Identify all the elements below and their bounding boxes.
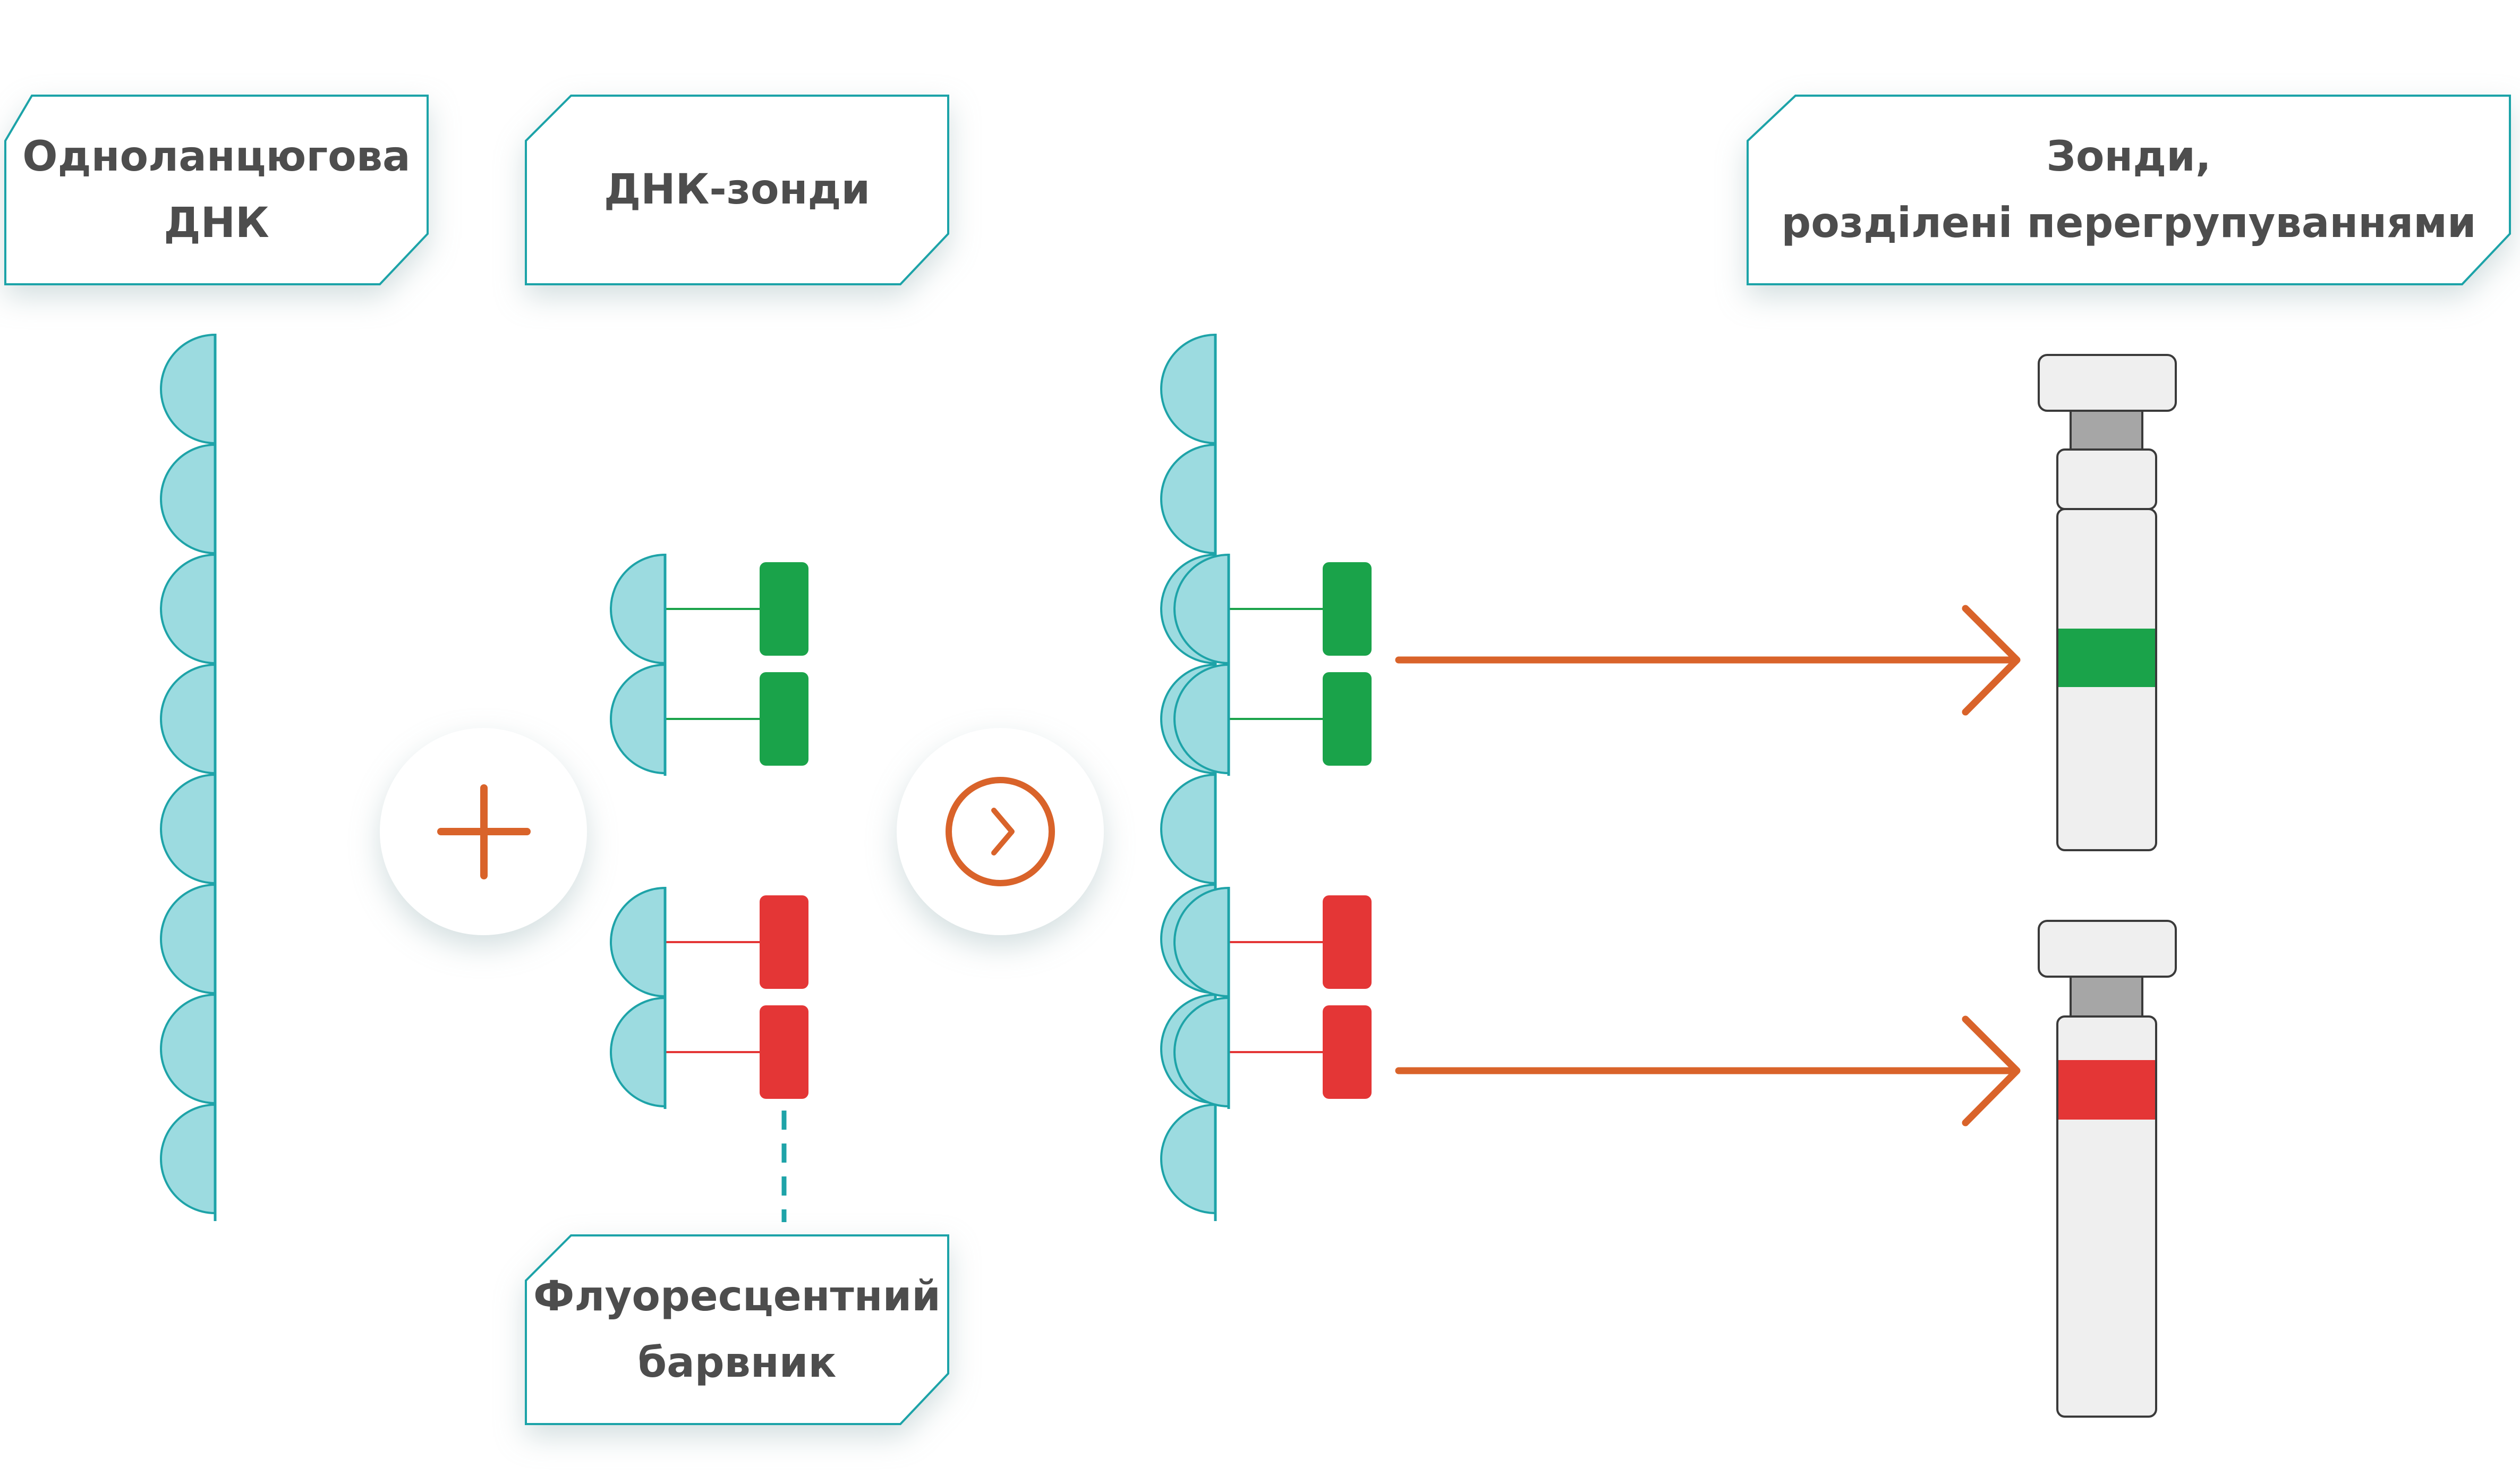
label-box-probes (525, 95, 949, 285)
green-fluorescent-tag (760, 672, 808, 766)
red-fluorescent-tag (760, 895, 808, 989)
dna-base (160, 553, 216, 665)
dna-base (160, 883, 216, 995)
green-fluorescent-tag (1323, 672, 1372, 766)
arrow-right-icon (1395, 1015, 2021, 1126)
probe-base (1173, 996, 1230, 1108)
green-fluorescent-tag (760, 562, 808, 656)
label-dye-line2: барвник (637, 1339, 837, 1387)
green-fluorescent-tag (1323, 562, 1372, 656)
chromosome-green (2038, 354, 2177, 851)
dna-base (160, 333, 216, 445)
label-result-line1: Зонди, (2046, 132, 2211, 181)
probe-base (610, 886, 666, 998)
label-box-dye (525, 1234, 949, 1425)
label-probes: ДНК-зонди (526, 96, 948, 284)
red-band (2058, 1060, 2155, 1120)
dna-base (1160, 443, 1216, 555)
single-strand-dna (160, 333, 217, 1221)
chevron-right-icon (946, 777, 1055, 886)
plus-circle (380, 728, 587, 935)
green-band (2058, 629, 2155, 687)
probe-base (610, 553, 666, 665)
label-result-line2: розділені перегрупуваннями (1781, 199, 2476, 247)
dna-probes (610, 553, 808, 1109)
label-box-result (1747, 95, 2511, 285)
red-fluorescent-tag (1323, 1005, 1372, 1099)
dna-base (1160, 333, 1216, 445)
dna-base (160, 993, 216, 1105)
probe-base (610, 996, 666, 1108)
dna-base (160, 1103, 216, 1215)
dna-base (160, 443, 216, 555)
label-ssdna: Одноланцюгова ДНК (5, 96, 428, 284)
dna-base (1160, 1103, 1216, 1215)
label-dye: Флуоресцентний барвник (526, 1235, 948, 1424)
red-fluorescent-tag (1323, 895, 1372, 989)
probe-base (1173, 553, 1230, 665)
probe-base (1173, 663, 1230, 775)
arrow-right-icon (1395, 605, 2021, 716)
next-circle (897, 728, 1104, 935)
probe-base (1173, 886, 1230, 998)
label-dye-line1: Флуоресцентний (533, 1272, 941, 1320)
probe-base (610, 663, 666, 775)
label-result: Зонди, розділені перегрупуваннями (1748, 96, 2510, 284)
chromosome-red (2038, 920, 2177, 1418)
dna-base (160, 773, 216, 885)
plus-icon (437, 784, 531, 879)
red-fluorescent-tag (760, 1005, 808, 1099)
label-ssdna-line2: ДНК (164, 199, 269, 247)
dna-base (160, 663, 216, 775)
bound-probes (1173, 553, 1372, 1109)
label-box-ssdna (4, 95, 429, 285)
label-ssdna-line1: Одноланцюгова (22, 132, 411, 181)
dna-base (1160, 773, 1216, 885)
label-probes-line1: ДНК-зонди (603, 166, 871, 214)
